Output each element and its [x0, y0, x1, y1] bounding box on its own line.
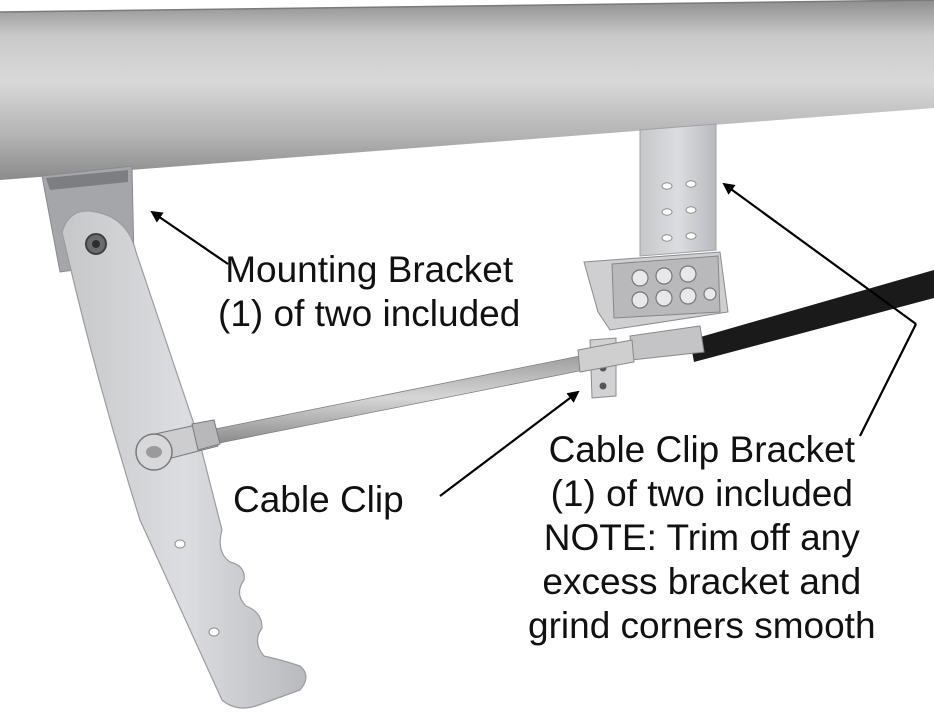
mounting-bracket-title: Mounting Bracket — [225, 249, 514, 290]
trim-note-line-2: excess bracket and — [542, 561, 862, 602]
arrow-to-mounting-bracket — [150, 210, 229, 265]
mounting-bracket-quantity: (1) of two included — [218, 293, 521, 334]
cable-clip-bracket-title: Cable Clip Bracket — [548, 429, 855, 470]
mounting-bracket-callout: Mounting Bracket (1) of two included — [218, 248, 520, 336]
right-mounting-plate — [639, 123, 717, 257]
trim-note-line-3: grind corners smooth — [528, 605, 876, 646]
trim-note-line-1: NOTE: Trim off any — [543, 517, 860, 558]
arrow-to-cable-clip — [439, 390, 580, 497]
cable-clip-bracket-callout: Cable Clip Bracket (1) of two included N… — [528, 428, 876, 648]
arrow-to-right-plate — [722, 182, 917, 325]
cable-clip-bracket — [583, 251, 729, 399]
tube — [0, 0, 934, 180]
threaded-rod — [209, 339, 635, 445]
cable-clip-callout: Cable Clip — [233, 478, 404, 522]
cable-clip-title: Cable Clip — [233, 479, 404, 520]
leader-arrows — [150, 182, 917, 497]
left-mounting-bracket — [41, 165, 307, 709]
cable-clip — [135, 419, 221, 471]
leader-from-bracket-label — [859, 323, 917, 437]
cable-clip-bracket-quantity: (1) of two included — [550, 473, 853, 514]
